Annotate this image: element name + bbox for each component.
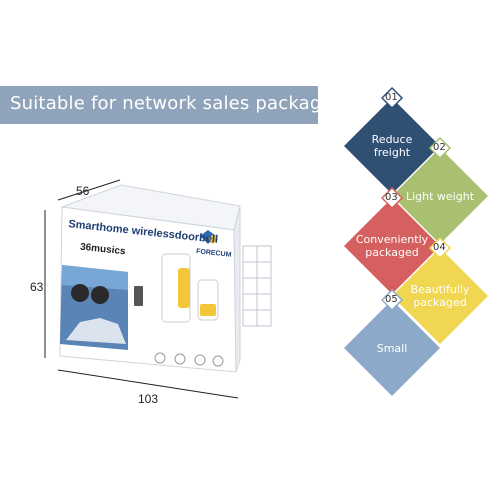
feature-number-4: 04 xyxy=(433,242,446,253)
feature-number-2: 02 xyxy=(433,142,446,153)
feature-number-badge-5 xyxy=(380,288,404,312)
feature-diamond-4 xyxy=(392,248,488,344)
dimension-width: 103 xyxy=(138,392,159,406)
doorbell-receiver-accent xyxy=(178,268,190,308)
feature-label-5: Small xyxy=(376,341,408,355)
feature-label-2: Light weight xyxy=(405,189,475,203)
depth-line xyxy=(57,179,121,201)
feature-diamond-5 xyxy=(344,300,440,396)
feature-number-badge-3 xyxy=(380,186,404,210)
brand-logo-icon xyxy=(200,230,216,244)
speaker-right xyxy=(91,286,109,304)
feature-diamond-1 xyxy=(344,98,440,194)
feature-number-3: 03 xyxy=(385,192,398,203)
feature-number-1: 01 xyxy=(385,92,398,103)
feature-diamond-3 xyxy=(344,198,440,294)
feature-number-badge-1 xyxy=(380,86,404,110)
feature-diamond-2 xyxy=(392,148,488,244)
feature-number-badge-2 xyxy=(428,136,452,160)
width-line xyxy=(57,369,239,399)
speaker-left xyxy=(71,284,89,302)
box-side-face xyxy=(233,205,241,373)
banner-text: Suitable for network sales packaging xyxy=(10,93,350,114)
dimension-depth: 56 xyxy=(76,184,90,198)
header-banner: Suitable for network sales packaging xyxy=(0,86,350,124)
dimension-height: 63 xyxy=(30,280,44,294)
feature-number-5: 05 xyxy=(385,294,398,305)
feature-number-badge-4 xyxy=(428,236,452,260)
